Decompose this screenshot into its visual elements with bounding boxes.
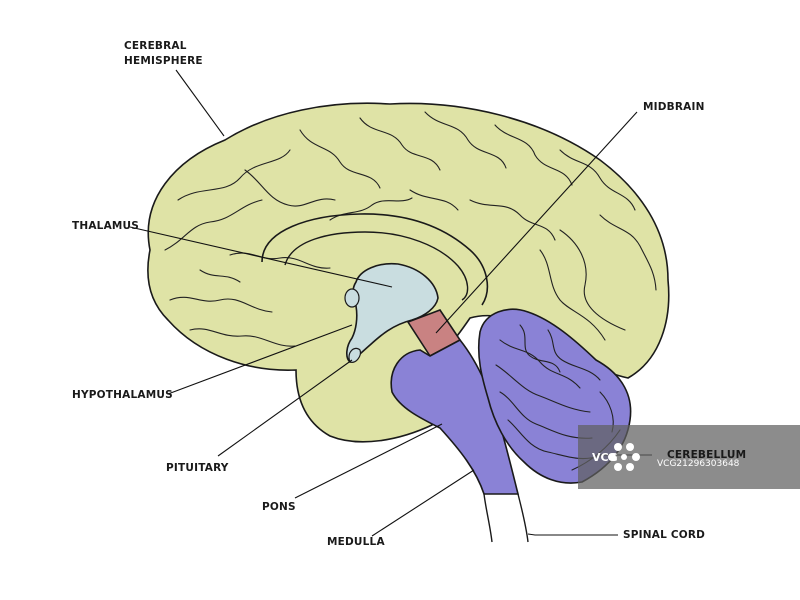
label-pons: PONS [262, 501, 296, 513]
corpus-callosum-inner [284, 231, 469, 301]
leader-pons [294, 423, 443, 499]
watermark-flower-icon [608, 443, 640, 471]
label-cerebral-hemisphere-line1: CEREBRAL [124, 40, 187, 52]
leader-pituitary [217, 359, 353, 457]
spinal-cord [483, 493, 529, 543]
leader-hypothalamus [167, 324, 353, 395]
leader-thalamus [129, 226, 393, 288]
cerebral-gyri [164, 111, 657, 347]
thalamus-region [346, 262, 439, 363]
leader-cerebral-hemisphere [175, 69, 225, 137]
labels: CEREBRAL HEMISPHERE MIDBRAIN THALAMUS HY… [72, 40, 705, 548]
corpus-callosum [261, 213, 489, 306]
watermark-logo: VCG [592, 451, 618, 464]
label-pituitary: PITUITARY [166, 462, 229, 474]
watermark: VCG CEREBELLUM VCG21296303648 [578, 425, 800, 489]
label-hypothalamus: HYPOTHALAMUS [72, 389, 173, 401]
label-cerebral-hemisphere-line2: HEMISPHERE [124, 55, 203, 67]
label-cerebellum: CEREBELLUM [667, 449, 746, 461]
leader-spinal-cord [527, 533, 618, 536]
leader-lines [129, 69, 652, 537]
thalamus-small-oval [344, 288, 360, 308]
pituitary-stalk [348, 347, 361, 363]
watermark-code: VCG21296303648 [657, 459, 740, 469]
label-spinal-cord: SPINAL CORD [623, 529, 705, 541]
leader-midbrain [435, 111, 638, 334]
leader-medulla [371, 469, 475, 537]
label-thalamus: THALAMUS [72, 220, 139, 232]
label-midbrain: MIDBRAIN [643, 101, 705, 113]
label-medulla: MEDULLA [327, 536, 385, 548]
